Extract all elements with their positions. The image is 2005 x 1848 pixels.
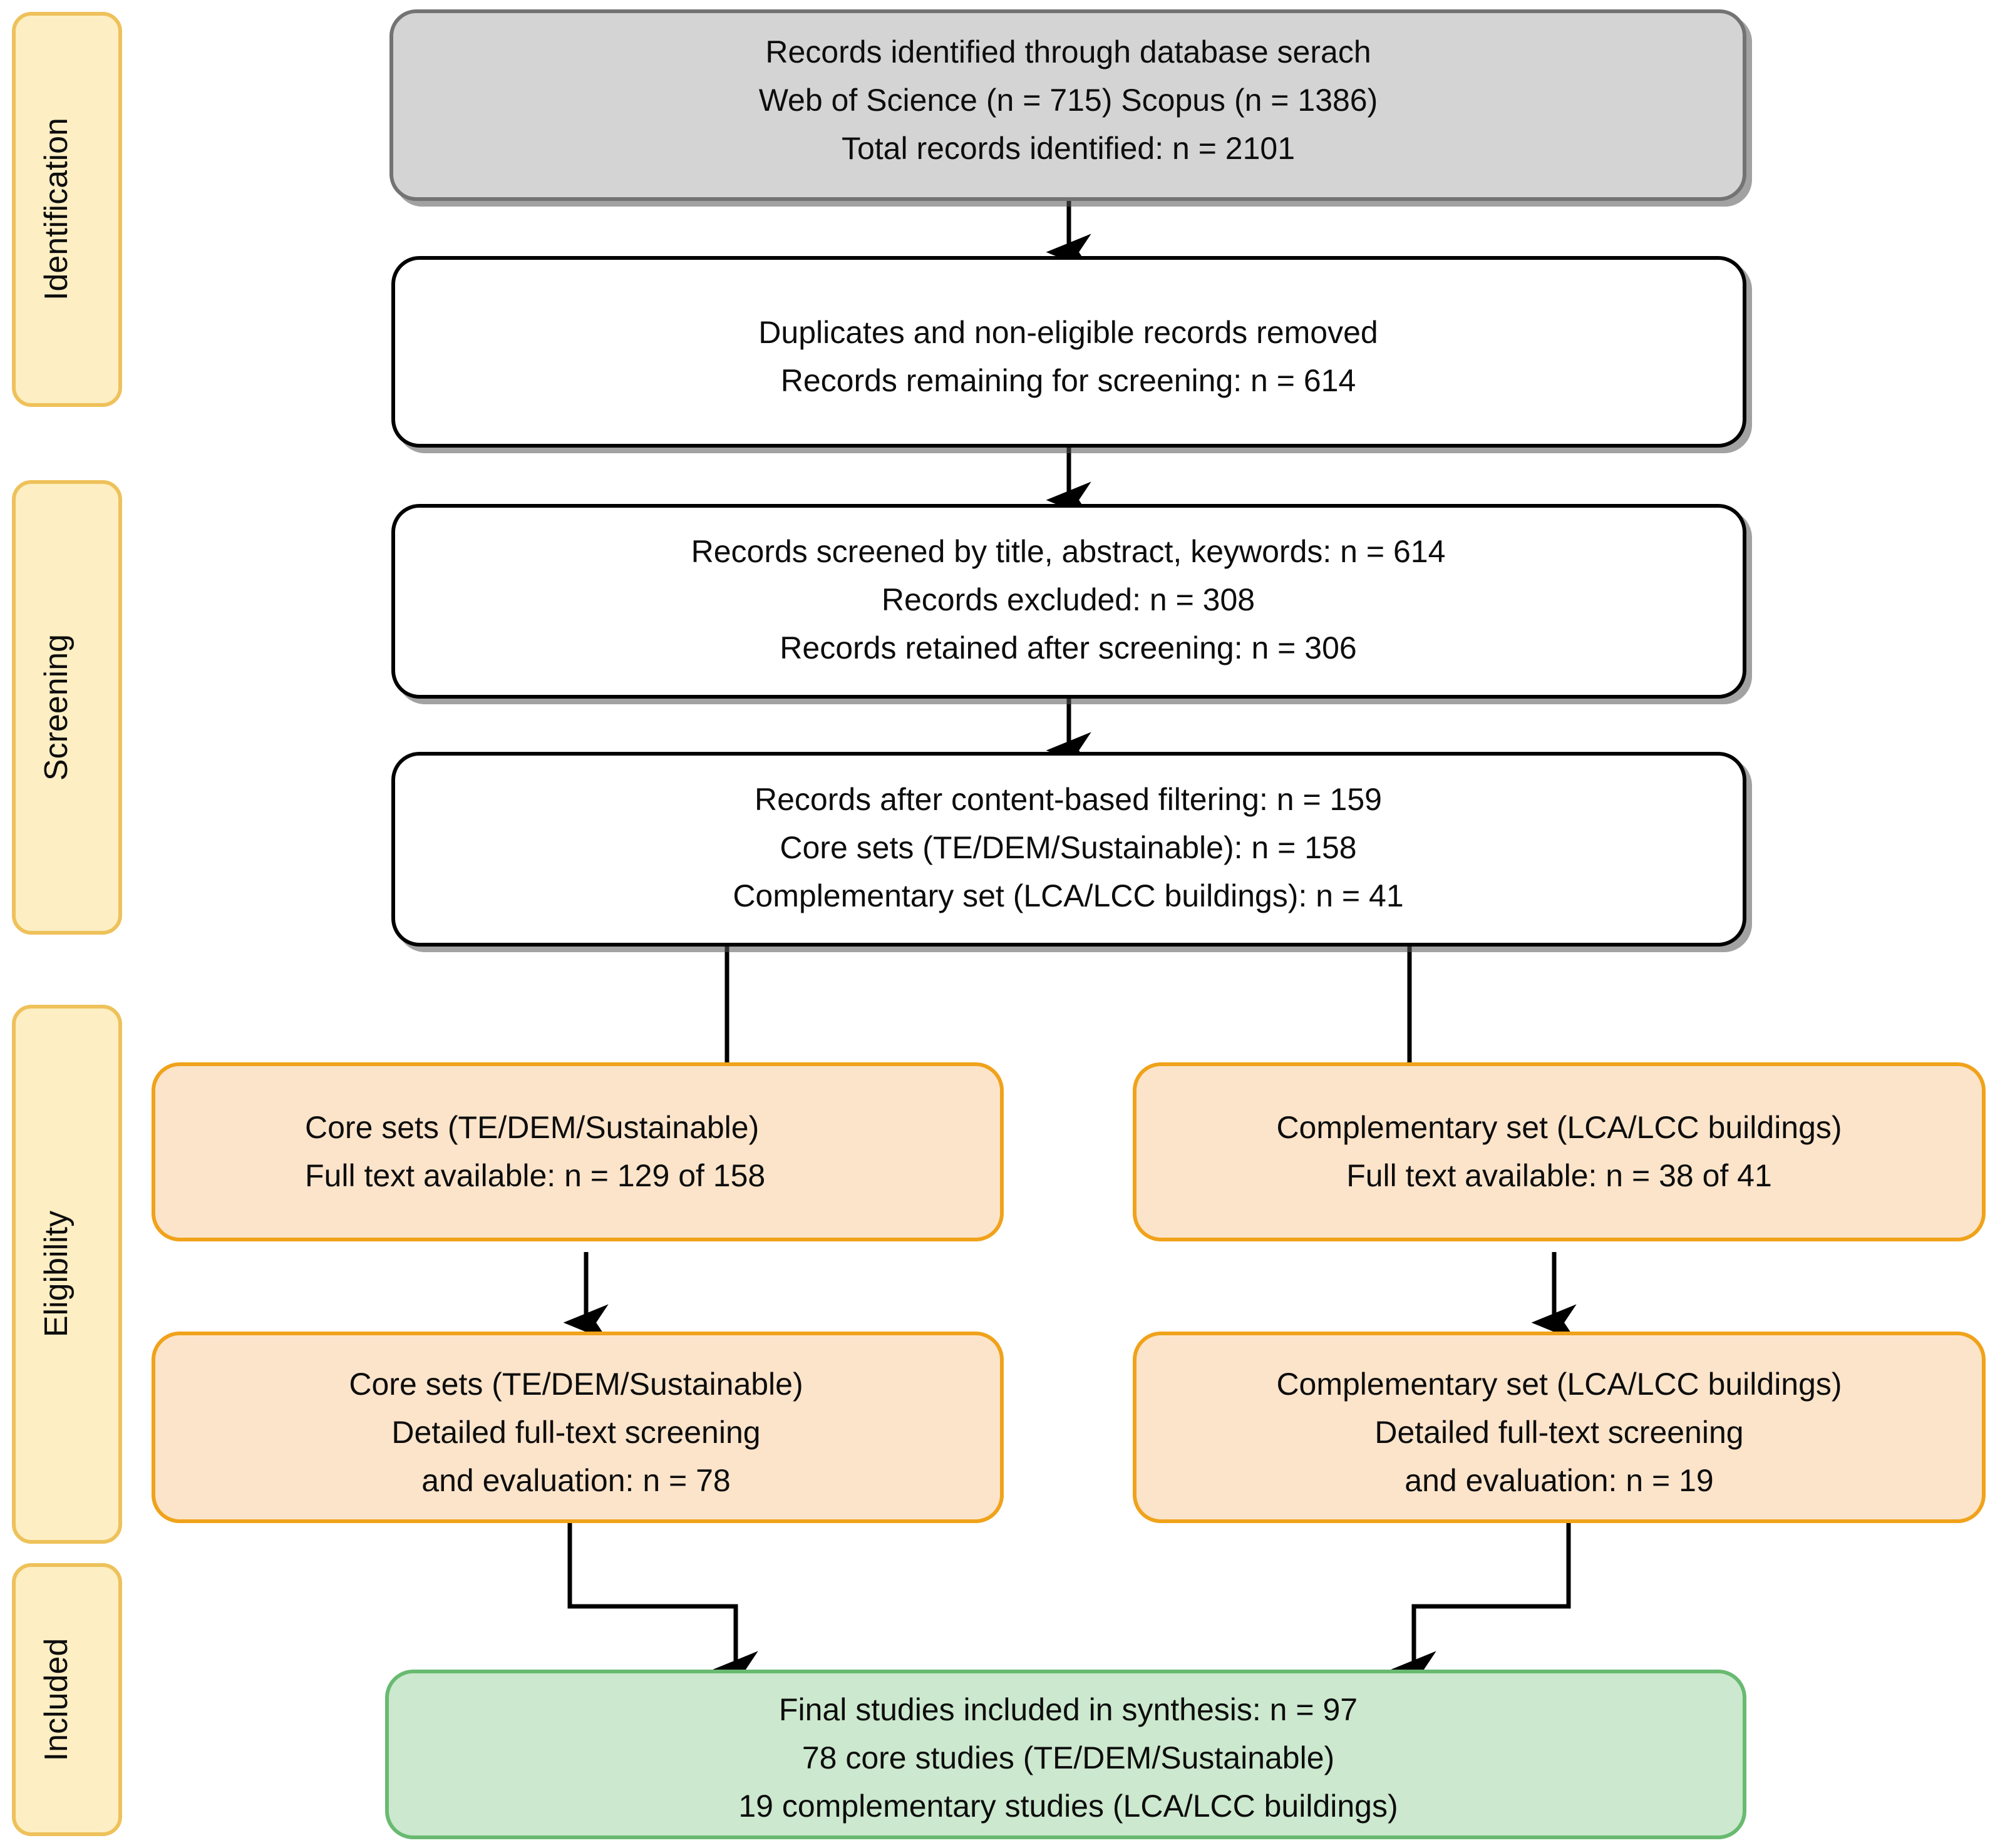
complementary-fulltext-line-1: Complementary set (LCA/LCC buildings) — [1276, 1110, 1842, 1145]
records-screened-box: Records screened by title, abstract, key… — [391, 504, 1746, 699]
connector-core-detailed-to-final — [567, 1521, 758, 1688]
duplicates-removed-box-shape — [391, 256, 1746, 448]
core-detailed-box: Core sets (TE/DEM/Sustainable) Detailed … — [152, 1332, 1004, 1523]
stage-label-identification: Identification — [12, 12, 122, 407]
stage-label-screening-box — [12, 480, 122, 935]
core-fulltext-box-shape — [152, 1062, 1004, 1241]
content-filtering-line-3: Complementary set (LCA/LCC buildings): n… — [733, 878, 1403, 913]
core-detailed-line-1: Core sets (TE/DEM/Sustainable) — [349, 1367, 803, 1402]
records-screened-line-3: Records retained after screening: n = 30… — [780, 630, 1356, 665]
identification-box: Records identified through database sera… — [389, 9, 1746, 201]
stage-label-included-box — [12, 1563, 122, 1836]
stage-label-included-text: Included — [38, 1638, 75, 1762]
content-filtering-line-1: Records after content-based filtering: n… — [755, 782, 1382, 817]
complementary-fulltext-box: Complementary set (LCA/LCC buildings) Fu… — [1133, 1062, 1986, 1241]
stage-label-included: Included — [12, 1563, 122, 1836]
core-fulltext-line-1: Core sets (TE/DEM/Sustainable) — [305, 1110, 759, 1145]
records-screened-line-2: Records excluded: n = 308 — [882, 582, 1255, 617]
complementary-fulltext-box-shape — [1133, 1062, 1986, 1241]
connector-complementary-detailed-to-final — [1391, 1521, 1571, 1688]
final-included-box-shape — [385, 1670, 1746, 1839]
final-included-line-2: 78 core studies (TE/DEM/Sustainable) — [802, 1740, 1334, 1775]
content-filtering-box-shape — [391, 752, 1746, 947]
identification-box-line-2: Web of Science (n = 715) Scopus (n = 138… — [759, 83, 1378, 118]
complementary-detailed-box: Complementary set (LCA/LCC buildings) De… — [1133, 1332, 1986, 1523]
duplicates-removed-line-2: Records remaining for screening: n = 614 — [781, 363, 1356, 398]
duplicates-removed-line-1: Duplicates and non-eligible records remo… — [758, 315, 1378, 350]
identification-box-line-3: Total records identified: n = 2101 — [842, 131, 1295, 166]
duplicates-removed-box: Duplicates and non-eligible records remo… — [391, 256, 1746, 448]
identification-box-line-1: Records identified through database sera… — [765, 34, 1371, 69]
core-fulltext-line-2: Full text available: n = 129 of 158 — [305, 1158, 765, 1193]
core-detailed-box-shape — [152, 1332, 1004, 1523]
complementary-detailed-box-shape — [1133, 1332, 1986, 1523]
complementary-detailed-line-2: Detailed full-text screening — [1374, 1415, 1743, 1450]
stage-label-identification-box — [12, 12, 122, 407]
core-fulltext-box: Core sets (TE/DEM/Sustainable) Full text… — [152, 1062, 1004, 1241]
final-included-line-1: Final studies included in synthesis: n =… — [779, 1692, 1358, 1727]
core-detailed-line-3: and evaluation: n = 78 — [421, 1463, 730, 1498]
stage-label-eligibility-text: Eligibility — [38, 1211, 75, 1337]
stage-label-eligibility-box — [12, 1005, 122, 1544]
records-screened-line-1: Records screened by title, abstract, key… — [691, 534, 1446, 569]
stage-label-screening: Screening — [12, 480, 122, 935]
core-detailed-line-2: Detailed full-text screening — [391, 1415, 760, 1450]
content-filtering-line-2: Core sets (TE/DEM/Sustainable): n = 158 — [780, 830, 1356, 865]
identification-box-shape — [389, 9, 1746, 201]
stage-label-eligibility: Eligibility — [12, 1005, 122, 1544]
stage-label-screening-text: Screening — [38, 634, 75, 781]
stage-label-identification-text: Identification — [38, 118, 75, 300]
final-included-line-3: 19 complementary studies (LCA/LCC buildi… — [738, 1789, 1398, 1824]
complementary-fulltext-line-2: Full text available: n = 38 of 41 — [1346, 1158, 1772, 1193]
content-filtering-box: Records after content-based filtering: n… — [391, 752, 1746, 947]
final-included-box: Final studies included in synthesis: n =… — [385, 1670, 1746, 1839]
records-screened-box-shape — [391, 504, 1746, 699]
complementary-detailed-line-1: Complementary set (LCA/LCC buildings) — [1276, 1367, 1842, 1402]
complementary-detailed-line-3: and evaluation: n = 19 — [1405, 1463, 1713, 1498]
